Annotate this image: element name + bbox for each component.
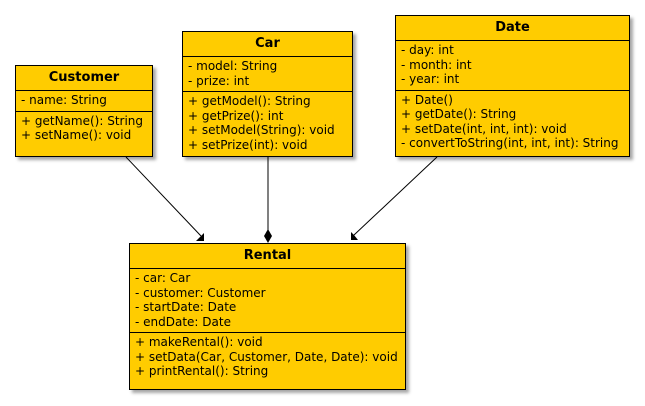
class-title: Car: [183, 32, 352, 57]
attribute: - year: int: [401, 72, 460, 86]
operation: + printRental(): String: [135, 364, 269, 378]
class-title: Date: [396, 16, 629, 41]
operation: + getModel(): String: [188, 94, 311, 108]
operation: + getDate(): String: [401, 107, 517, 121]
attributes-section: - model: String - prize: int: [183, 57, 352, 91]
operation: + setModel(String): void: [188, 123, 335, 137]
attribute: - endDate: Date: [135, 314, 231, 329]
attribute: - month: int: [401, 57, 472, 72]
operation: + setDate(int, int, int): void: [401, 121, 567, 136]
customer-rental-link: [125, 156, 202, 237]
operation: - convertToString(int, int, int): String: [401, 136, 619, 150]
class-car[interactable]: Car - model: String - prize: int + getMo…: [182, 31, 353, 157]
operation: + Date(): [401, 92, 453, 107]
class-title: Rental: [130, 244, 405, 269]
attributes-section: - name: String: [16, 91, 152, 111]
operations-section: + Date() + getDate(): String + setDate(i…: [396, 89, 629, 154]
operations-section: + getModel(): String + getPrize(): int +…: [183, 91, 352, 155]
attribute: - startDate: Date: [135, 300, 237, 314]
date-rental-link: [353, 156, 438, 236]
attributes-section: - car: Car - customer: Customer - startD…: [130, 269, 405, 332]
class-date[interactable]: Date - day: int - month: int - year: int…: [395, 15, 630, 157]
operation: + getPrize(): int: [188, 108, 284, 123]
class-rental[interactable]: Rental - car: Car - customer: Customer -…: [129, 243, 406, 390]
attribute: - day: int: [401, 43, 454, 57]
operations-section: + makeRental(): void + setData(Car, Cust…: [130, 332, 405, 382]
attribute: - prize: int: [188, 73, 250, 88]
operations-section: + getName(): String + setName(): void: [16, 110, 152, 146]
operation: + makeRental(): void: [135, 335, 263, 349]
attribute: - name: String: [21, 93, 107, 107]
attribute: - model: String: [188, 59, 278, 73]
date-composition-diamond: [351, 232, 358, 240]
class-title: Customer: [16, 66, 152, 91]
car-composition-diamond: [264, 229, 272, 243]
class-customer[interactable]: Customer - name: String + getName(): Str…: [15, 65, 153, 157]
operation: + setPrize(int): void: [188, 137, 308, 152]
operation: + getName(): String: [21, 113, 144, 128]
operation: + setName(): void: [21, 128, 132, 142]
attribute: - customer: Customer: [135, 285, 266, 300]
operation: + setData(Car, Customer, Date, Date): vo…: [135, 349, 398, 364]
attribute: - car: Car: [135, 271, 191, 285]
attributes-section: - day: int - month: int - year: int: [396, 41, 629, 90]
customer-composition-diamond: [196, 233, 204, 241]
